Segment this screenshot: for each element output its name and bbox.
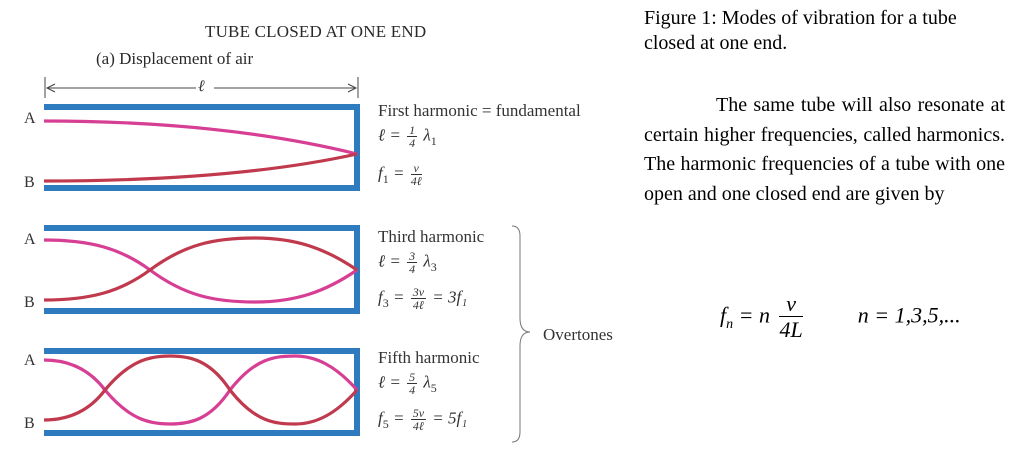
mode-first-name: First harmonic = fundamental [378,101,581,120]
mode-fifth-name: Fifth harmonic [378,348,480,367]
wave-first-b [43,152,358,183]
wave-third-a [43,238,358,304]
length-dimension [44,77,359,98]
wave-third-b [43,236,358,302]
figure-subtitle: (a) Displacement of air [96,49,254,68]
waveforms [43,119,359,426]
length-label: ℓ [198,78,205,95]
wave-fifth-a [43,354,359,426]
mode-third-name: Third harmonic [378,227,485,246]
harmonic-formula: fn = n v 4L n = 1,3,5,... [720,292,961,343]
formula-condition: n = 1,3,5,... [857,302,961,328]
formula-fraction: v 4L [779,292,803,343]
overtones-label: Overtones [543,325,613,344]
body-paragraph: The same tube will also resonate at cert… [644,94,1005,205]
harmonics-figure [43,77,531,443]
end-label-b-2: B [24,294,35,311]
figure-caption: Figure 1: Modes of vibration for a tube … [644,7,957,54]
formula-denominator: 4L [779,317,803,342]
formula-numerator: v [779,292,803,317]
tube-first [44,104,360,191]
formula-lhs-sub: n [726,316,734,332]
tube-third [44,225,360,314]
tube-shapes [44,104,360,436]
end-label-a-2: A [24,231,36,248]
end-label-a-1: A [24,110,36,127]
figure-title: TUBE CLOSED AT ONE END [205,22,427,41]
wave-first-a [43,119,358,156]
end-label-a-3: A [24,352,36,369]
end-label-b-3: B [24,415,35,432]
wave-fifth-b [43,354,359,426]
formula-lhs: f [720,302,727,328]
end-label-b-1: B [24,174,35,191]
overtones-brace [511,225,531,443]
formula-eq: = n [738,302,770,328]
